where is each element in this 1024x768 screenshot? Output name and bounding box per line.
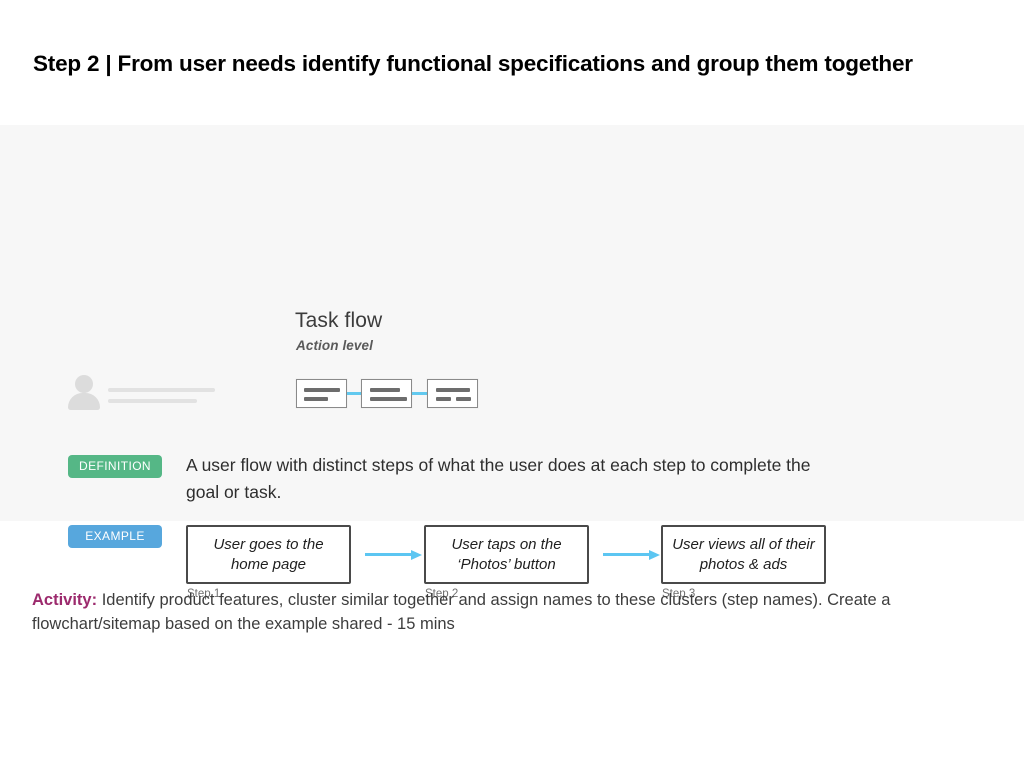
example-step-box-1: User goes to the home page (186, 525, 351, 584)
mini-bar (436, 388, 470, 392)
status-badge-definition: DEFINITION (68, 455, 162, 478)
arrow-shaft (603, 553, 650, 556)
example-step-caption-3: Step 3 (662, 588, 696, 600)
mini-flow-box-1 (296, 379, 347, 408)
arrow-head (649, 549, 660, 560)
task-flow-subheading: Action level (296, 338, 373, 353)
mini-bar (370, 388, 400, 392)
mini-flow-connector-1 (347, 392, 361, 395)
mini-bar (370, 397, 407, 401)
mini-bar (304, 388, 340, 392)
task-flow-heading: Task flow (295, 309, 383, 332)
mini-bar (304, 397, 328, 401)
mini-flow-box-2 (361, 379, 412, 408)
status-badge-example: EXAMPLE (68, 525, 162, 548)
activity-text: Identify product features, cluster simil… (32, 591, 891, 633)
mini-bar (456, 397, 471, 401)
placeholder-line-2 (108, 399, 197, 403)
page-title: Step 2 | From user needs identify functi… (33, 51, 913, 76)
arrow-head (411, 549, 422, 560)
activity-block: Activity: Identify product features, clu… (32, 589, 982, 636)
mini-bar (436, 397, 451, 401)
person-avatar-icon (68, 375, 100, 410)
definition-text: A user flow with distinct steps of what … (186, 455, 811, 502)
example-step-caption-2: Step 2 (425, 588, 459, 600)
activity-label: Activity: (32, 591, 98, 609)
flow-arrow-right-icon (603, 549, 660, 560)
arrow-shaft (365, 553, 412, 556)
example-step-box-3: User views all of their photos & ads (661, 525, 826, 584)
avatar-head-shape (75, 375, 93, 393)
mini-flow-connector-2 (412, 392, 427, 395)
flow-arrow-right-icon (365, 549, 422, 560)
example-step-box-2: User taps on the ‘Photos’ button (424, 525, 589, 584)
mini-flow-box-3 (427, 379, 478, 408)
content-panel: Task flow Action level DEFINITION A user… (0, 125, 1024, 600)
placeholder-line-1 (108, 388, 215, 392)
example-step-caption-1: Step 1 (187, 588, 221, 600)
avatar-body-shape (68, 393, 100, 410)
